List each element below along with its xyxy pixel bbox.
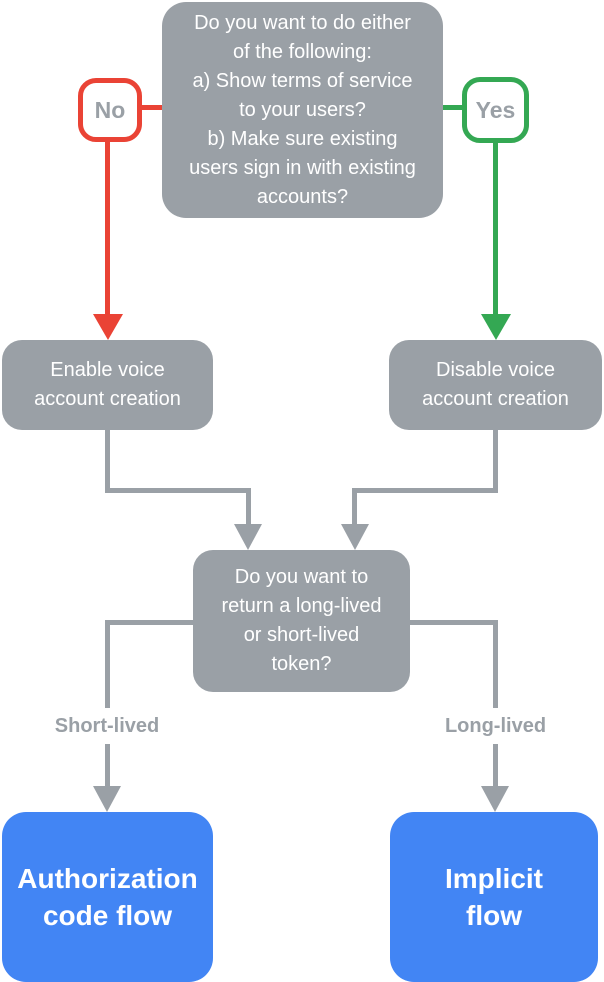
short-lived-label-text: Short-lived (54, 714, 160, 737)
long-lived-label: Long-lived (411, 708, 580, 744)
enable-arrowhead-icon (234, 524, 262, 550)
yes-badge: Yes (462, 77, 529, 143)
no-arrowhead-icon (93, 314, 123, 340)
text-line: a) Show terms of service (192, 69, 413, 92)
enable-drop-line (246, 488, 251, 524)
long-arrowhead-icon (481, 786, 509, 812)
long-branch-line (410, 620, 498, 625)
node-disable-voice-account-creation: Disable voice account creation (389, 340, 602, 430)
text-line: accounts? (256, 185, 349, 208)
yes-connector-line (443, 105, 463, 110)
short-arrowhead-icon (93, 786, 121, 812)
text-line: or short-lived (243, 624, 360, 646)
short-lived-label: Short-lived (22, 708, 192, 744)
text-line: b) Make sure existing (207, 127, 398, 150)
yes-badge-label: Yes (475, 96, 516, 123)
node-enable-voice-account-creation: Enable voice account creation (2, 340, 213, 430)
text-line: return a long-lived (221, 595, 382, 617)
no-badge: No (78, 78, 142, 142)
text-line: code flow (42, 900, 173, 931)
text-line: Authorization (17, 863, 198, 894)
text-line: to your users? (239, 98, 366, 121)
node-authorization-code-flow: Authorization code flow (2, 812, 213, 982)
enable-exit-line (105, 430, 110, 493)
no-arrow-line (105, 141, 110, 314)
node-implicit-flow: Implicit flow (390, 812, 598, 982)
disable-arrowhead-icon (341, 524, 369, 550)
text-line: Implicit (444, 863, 543, 894)
text-line: Disable voice (436, 359, 555, 381)
text-line: account creation (34, 388, 181, 410)
yes-arrow-line (493, 142, 498, 314)
text-line: Enable voice (50, 359, 165, 381)
text-line: token? (271, 653, 332, 675)
node-question-terms: Do you want to do either of the followin… (162, 2, 443, 218)
short-branch-line (105, 620, 193, 625)
yes-arrowhead-icon (481, 314, 511, 340)
long-drop-line (493, 620, 498, 786)
disable-exit-line (493, 430, 498, 493)
text-line: flow (466, 900, 522, 931)
no-badge-label: No (94, 96, 126, 123)
short-drop-line (105, 620, 110, 786)
disable-drop-line (352, 488, 357, 524)
text-line: users sign in with existing (189, 156, 416, 179)
text-line: Do you want to (234, 566, 369, 588)
text-line: of the following: (233, 40, 372, 63)
long-lived-label-text: Long-lived (444, 714, 547, 737)
no-connector-line (141, 105, 162, 110)
node-question-token-lifetime: Do you want to return a long-lived or sh… (193, 550, 410, 692)
disable-elbow-line (352, 488, 498, 493)
enable-elbow-line (105, 488, 251, 493)
text-line: Do you want to do either (194, 11, 411, 34)
text-line: account creation (422, 388, 569, 410)
